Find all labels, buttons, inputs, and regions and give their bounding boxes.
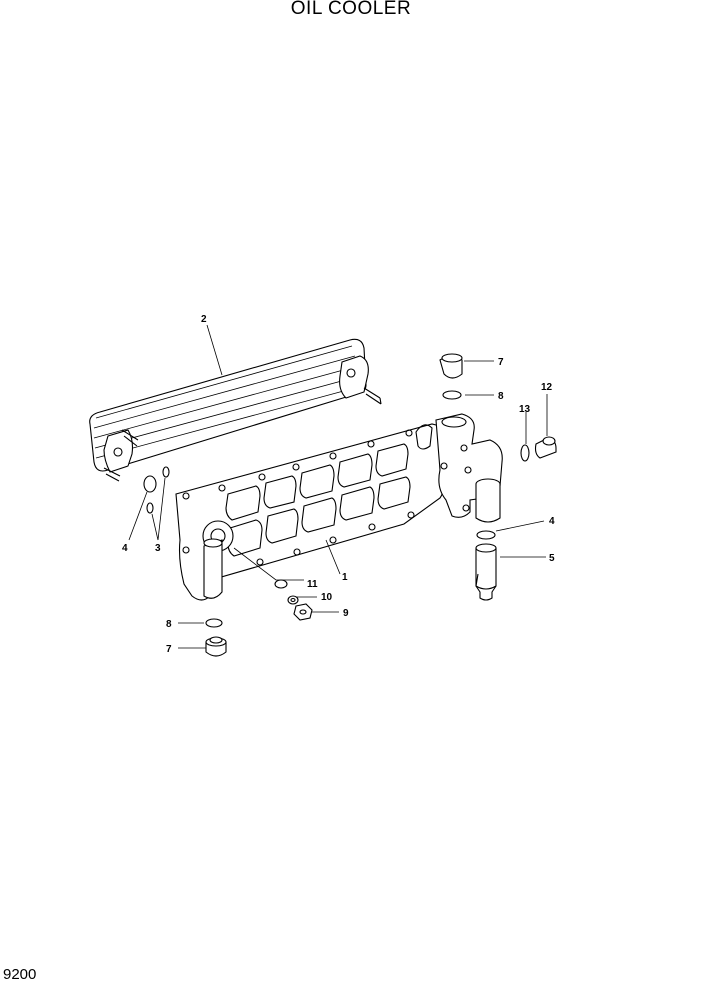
callout-8-top: 8: [498, 391, 504, 402]
nut-small: [287, 595, 299, 605]
o-ring-left: [143, 466, 170, 514]
page-number: 9200: [3, 966, 37, 983]
leader-lines: [128, 324, 548, 649]
plug-right: [534, 436, 557, 459]
callout-11: 11: [307, 579, 318, 590]
callout-10: 10: [321, 592, 333, 603]
callout-1: 1: [342, 572, 348, 583]
washer: [274, 579, 288, 589]
callout-13: 13: [519, 404, 531, 415]
callout-4-left: 4: [122, 543, 128, 554]
plug-top: [439, 353, 463, 379]
callout-4-right: 4: [549, 516, 555, 527]
o-ring-bottom: [205, 618, 223, 628]
callout-12: 12: [541, 382, 553, 393]
callout-2: 2: [201, 314, 207, 325]
callout-labels: 2 7 8 12 13 4 5 4 3 1 11 10 9 8 7: [122, 314, 555, 655]
o-ring-right: [520, 444, 530, 462]
callout-7-top: 7: [498, 357, 504, 368]
connector-pipe: [475, 543, 497, 601]
callout-8-bottom: 8: [166, 619, 172, 630]
oil-cooler-cover: [175, 413, 503, 601]
callout-5: 5: [549, 553, 555, 564]
o-ring-connector: [476, 530, 496, 540]
callout-3: 3: [155, 543, 161, 554]
nut-large: [293, 603, 313, 621]
o-ring-top: [442, 390, 462, 400]
oil-cooler-element: [89, 338, 382, 482]
callout-7-bottom: 7: [166, 644, 172, 655]
plug-bottom: [205, 636, 227, 657]
callout-9: 9: [343, 608, 349, 619]
page-title: OIL COOLER: [290, 0, 412, 19]
